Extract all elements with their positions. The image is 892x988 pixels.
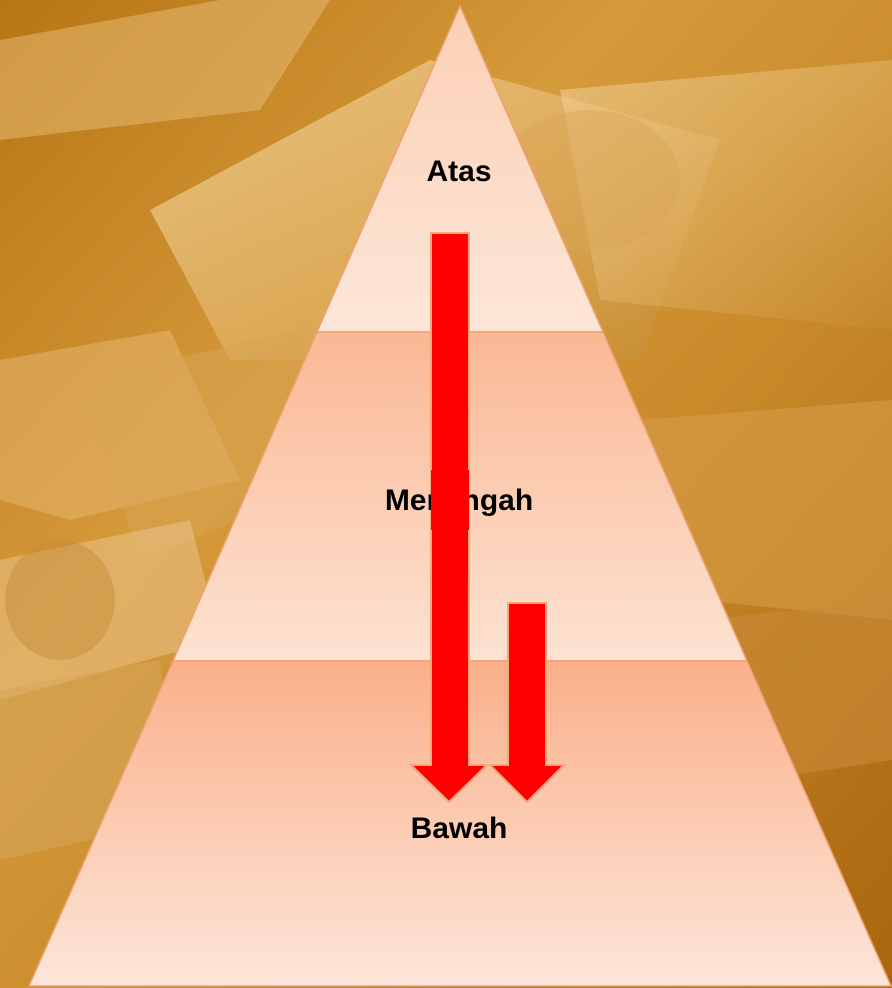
arrow-middle-to-bottom [487, 602, 567, 804]
tier-bottom [27, 660, 892, 987]
tier-label-bottom: Bawah [411, 812, 508, 845]
tier-label-top: Atas [426, 155, 491, 188]
